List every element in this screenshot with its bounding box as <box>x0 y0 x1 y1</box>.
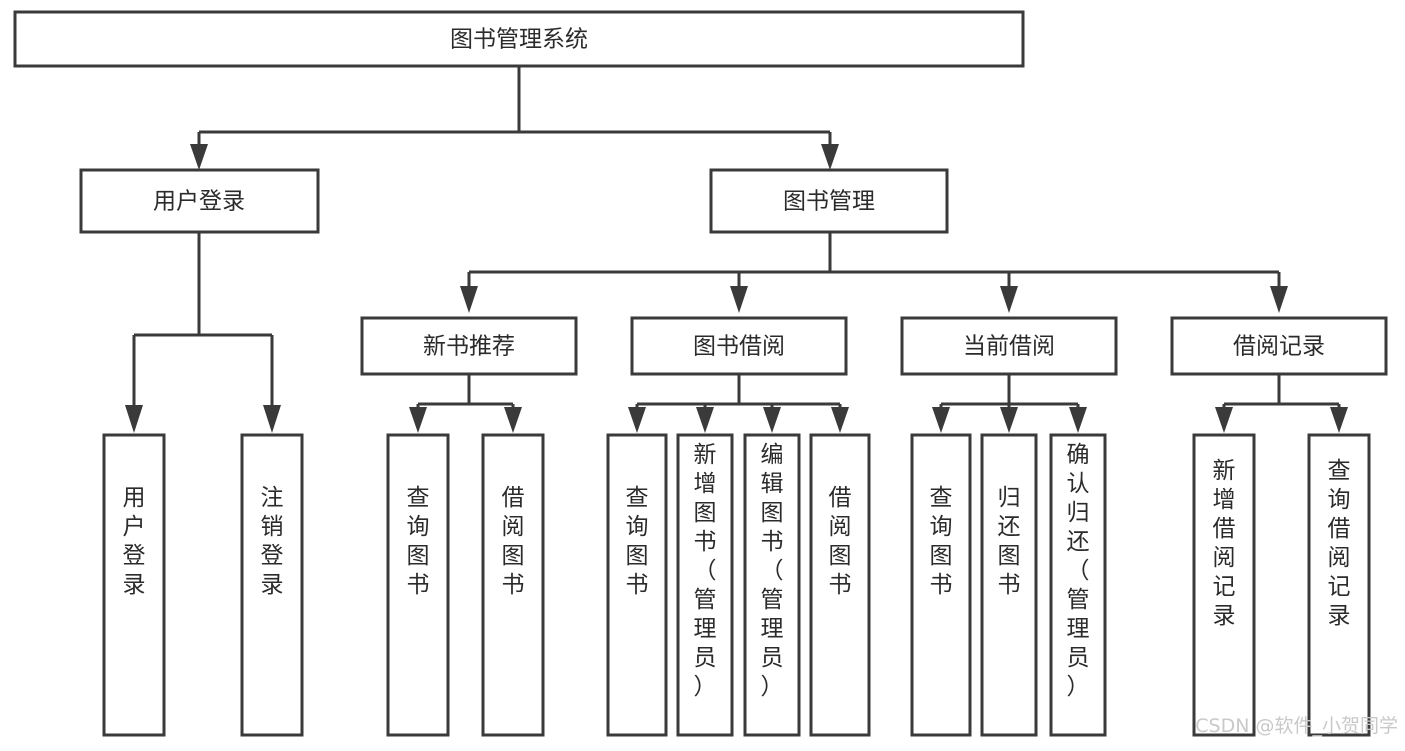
node-leaf-query-book-3[interactable]: 查询图书 <box>910 433 972 737</box>
node-book-management-box[interactable] <box>709 168 949 234</box>
node-leaf-user-login[interactable]: 用户登录 <box>102 433 166 737</box>
node-book-borrow[interactable]: 图书借阅 <box>630 316 848 376</box>
arrow-head-new-book-recommend <box>460 286 478 313</box>
node-leaf-add-book[interactable]: 新增图书（管理员） <box>676 433 734 737</box>
arrow-head-leaf-query-book-1 <box>409 407 427 433</box>
node-current-borrow-box[interactable] <box>900 316 1118 376</box>
connector-group-current-borrow <box>932 374 1087 433</box>
node-leaf-query-record[interactable]: 查询借阅记录 <box>1307 433 1371 737</box>
node-leaf-query-book-3-label: 查询图书 <box>930 485 953 598</box>
node-leaf-return-book[interactable]: 归还图书 <box>980 433 1038 737</box>
arrow-head-leaf-add-book <box>696 407 714 433</box>
node-root-label: 图书管理系统 <box>450 27 588 53</box>
node-leaf-borrow-book-2-label: 借阅图书 <box>829 485 852 598</box>
arrow-head-leaf-return-book <box>1000 407 1018 433</box>
connector-group-root <box>190 66 839 170</box>
node-current-borrow[interactable]: 当前借阅 <box>900 316 1118 376</box>
node-leaf-borrow-book-2-box[interactable] <box>809 433 871 737</box>
node-leaf-confirm-return-label: 确认归还（管理员） <box>1067 442 1090 700</box>
arrow-head-leaf-edit-book <box>763 407 781 433</box>
node-leaf-edit-book-label: 编辑图书（管理员） <box>761 442 784 700</box>
arrow-head-user-login <box>190 144 208 170</box>
node-leaf-confirm-return-box[interactable] <box>1049 433 1107 737</box>
node-leaf-add-book-label: 新增图书（管理员） <box>694 442 717 700</box>
connector-group-user-login <box>125 232 281 433</box>
node-leaf-edit-book-box[interactable] <box>743 433 801 737</box>
arrow-head-leaf-add-record <box>1215 407 1233 433</box>
arrow-head-leaf-query-book-2 <box>628 407 646 433</box>
node-leaf-add-record[interactable]: 新增借阅记录 <box>1192 433 1256 737</box>
connector-group-book-borrow <box>628 374 849 433</box>
arrow-head-leaf-user-logout <box>263 405 281 433</box>
node-leaf-return-book-label: 归还图书 <box>998 485 1021 598</box>
node-borrow-record-box[interactable] <box>1170 316 1388 376</box>
node-book-management-label: 图书管理 <box>783 189 875 215</box>
node-leaf-user-logout-box[interactable] <box>240 433 304 737</box>
arrow-head-leaf-query-book-3 <box>932 407 950 433</box>
node-user-login-label: 用户登录 <box>153 189 245 215</box>
arrow-head-leaf-query-record <box>1330 407 1348 433</box>
node-leaf-borrow-book-2[interactable]: 借阅图书 <box>809 433 871 737</box>
node-book-borrow-box[interactable] <box>630 316 848 376</box>
node-root[interactable]: 图书管理系统 <box>13 10 1025 68</box>
node-leaf-add-record-label: 新增借阅记录 <box>1213 458 1236 629</box>
node-leaf-return-book-box[interactable] <box>980 433 1038 737</box>
connector-group-book-management <box>460 232 1288 313</box>
arrow-head-leaf-borrow-book-2 <box>831 407 849 433</box>
node-new-book-recommend[interactable]: 新书推荐 <box>360 316 578 376</box>
node-borrow-record[interactable]: 借阅记录 <box>1170 316 1388 376</box>
node-leaf-query-book-1-box[interactable] <box>386 433 450 737</box>
arrow-head-leaf-borrow-book-1 <box>504 407 522 433</box>
arrow-head-book-management <box>821 144 839 170</box>
node-book-management[interactable]: 图书管理 <box>709 168 949 234</box>
node-new-book-recommend-box[interactable] <box>360 316 578 376</box>
node-user-login-box[interactable] <box>79 168 320 234</box>
node-leaf-user-login-box[interactable] <box>102 433 166 737</box>
node-leaf-query-record-box[interactable] <box>1307 433 1371 737</box>
node-leaf-edit-book[interactable]: 编辑图书（管理员） <box>743 433 801 737</box>
connector-group-borrow-record <box>1215 374 1348 433</box>
arrow-head-borrow-record <box>1270 286 1288 313</box>
node-leaf-query-book-1-label: 查询图书 <box>407 485 430 598</box>
node-borrow-record-label: 借阅记录 <box>1233 334 1325 360</box>
node-leaf-query-book-2-box[interactable] <box>606 433 668 737</box>
node-leaf-user-login-label: 用户登录 <box>123 485 146 598</box>
node-leaf-query-book-3-box[interactable] <box>910 433 972 737</box>
node-leaf-query-book-2[interactable]: 查询图书 <box>606 433 668 737</box>
node-leaf-query-book-2-label: 查询图书 <box>626 485 649 598</box>
node-leaf-add-record-box[interactable] <box>1192 433 1256 737</box>
node-root-box[interactable] <box>13 10 1025 68</box>
node-leaf-query-book-1[interactable]: 查询图书 <box>386 433 450 737</box>
node-user-login[interactable]: 用户登录 <box>79 168 320 234</box>
arrow-head-current-borrow <box>1000 286 1018 313</box>
node-current-borrow-label: 当前借阅 <box>963 334 1055 360</box>
node-new-book-recommend-label: 新书推荐 <box>423 334 515 360</box>
node-book-borrow-label: 图书借阅 <box>693 334 785 360</box>
node-leaf-query-record-label: 查询借阅记录 <box>1328 458 1351 629</box>
node-leaf-confirm-return[interactable]: 确认归还（管理员） <box>1049 433 1107 737</box>
node-leaf-user-logout[interactable]: 注销登录 <box>240 433 304 737</box>
node-leaf-add-book-box[interactable] <box>676 433 734 737</box>
arrow-head-leaf-confirm-return <box>1069 407 1087 433</box>
node-leaf-borrow-book-1-label: 借阅图书 <box>502 485 525 598</box>
node-leaf-borrow-book-1-box[interactable] <box>481 433 545 737</box>
csdn-watermark: CSDN @软件_小贺同学 <box>1195 715 1398 737</box>
arrow-head-leaf-user-login <box>125 405 143 433</box>
connector-group-new-book-recommend <box>409 374 522 433</box>
node-leaf-user-logout-label: 注销登录 <box>261 485 284 598</box>
node-leaf-borrow-book-1[interactable]: 借阅图书 <box>481 433 545 737</box>
arrow-head-book-borrow <box>730 286 748 313</box>
